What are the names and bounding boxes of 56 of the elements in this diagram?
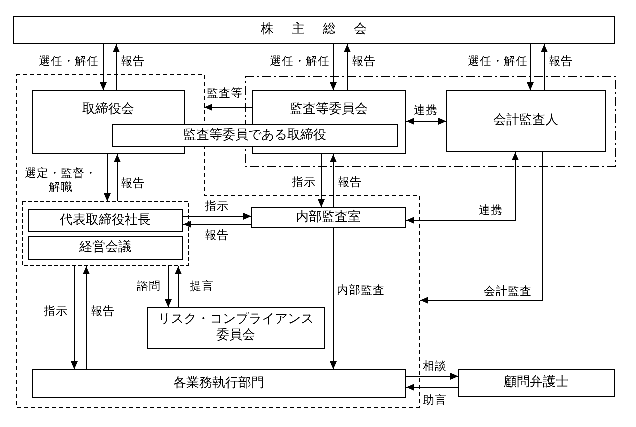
edge-label: 選任・解任 (39, 54, 99, 68)
arrow (100, 44, 107, 91)
edge-label: 指示 (292, 175, 316, 189)
arrow (83, 266, 90, 370)
edge-label: 提言 (190, 279, 214, 293)
arrow (204, 104, 253, 111)
org-box: 内部監査室 (251, 207, 406, 228)
edge-label: 連携 (414, 103, 438, 117)
arrow (113, 44, 120, 91)
org-box: 代表取締役社長 (28, 209, 183, 232)
arrow (344, 44, 351, 91)
org-box: 監査等委員である取締役 (112, 124, 398, 147)
arrow (406, 118, 447, 125)
arrow (541, 44, 548, 91)
arrow (527, 44, 534, 91)
edge-label: 報告 (549, 54, 573, 68)
edge-label: 報告 (121, 54, 145, 68)
arrow (330, 228, 337, 370)
edge-label: 報告 (352, 54, 376, 68)
org-box: 経営会議 (28, 236, 183, 260)
edge-label: 報告 (121, 176, 145, 190)
header-box: 株 主 総 会 (13, 16, 615, 44)
edge-label: 選定・監督・解職 (24, 166, 98, 194)
edge-label: 相談 (423, 359, 447, 373)
edge-label: 報告 (205, 228, 229, 242)
edge-label: 内部監査 (337, 283, 385, 297)
arrow (318, 154, 325, 208)
arrow (420, 152, 543, 304)
edge-label: 連携 (479, 203, 503, 217)
edge-label: 報告 (91, 304, 115, 318)
edge-label: 会計監査 (484, 284, 532, 298)
edge-label: 選任・解任 (270, 54, 330, 68)
arrow (183, 213, 252, 220)
org-box: 顧問弁護士 (458, 369, 615, 397)
edge-label: 選任・解任 (468, 54, 528, 68)
edge-label: 諮問 (137, 279, 161, 293)
arrow (165, 266, 172, 308)
edge-label: 監査等 (207, 86, 243, 100)
edge-label: 助言 (423, 393, 447, 407)
arrow (71, 266, 78, 370)
org-box: リスク・コンプライアンス委員会 (147, 307, 325, 349)
arrow (406, 373, 459, 380)
arrow (183, 221, 252, 228)
group-outline (22, 201, 189, 266)
arrow (406, 384, 459, 391)
arrow (175, 266, 182, 308)
org-box: 各業務執行部門 (32, 369, 406, 398)
edge-label: 報告 (338, 175, 362, 189)
arrow (330, 154, 337, 208)
edge-label: 指示 (205, 199, 229, 213)
edge-label: 指示 (44, 304, 68, 318)
arrow (406, 152, 519, 224)
arrow (114, 154, 121, 202)
arrow (330, 44, 337, 91)
arrow (104, 154, 111, 202)
org-box: 会計監査人 (446, 90, 606, 152)
